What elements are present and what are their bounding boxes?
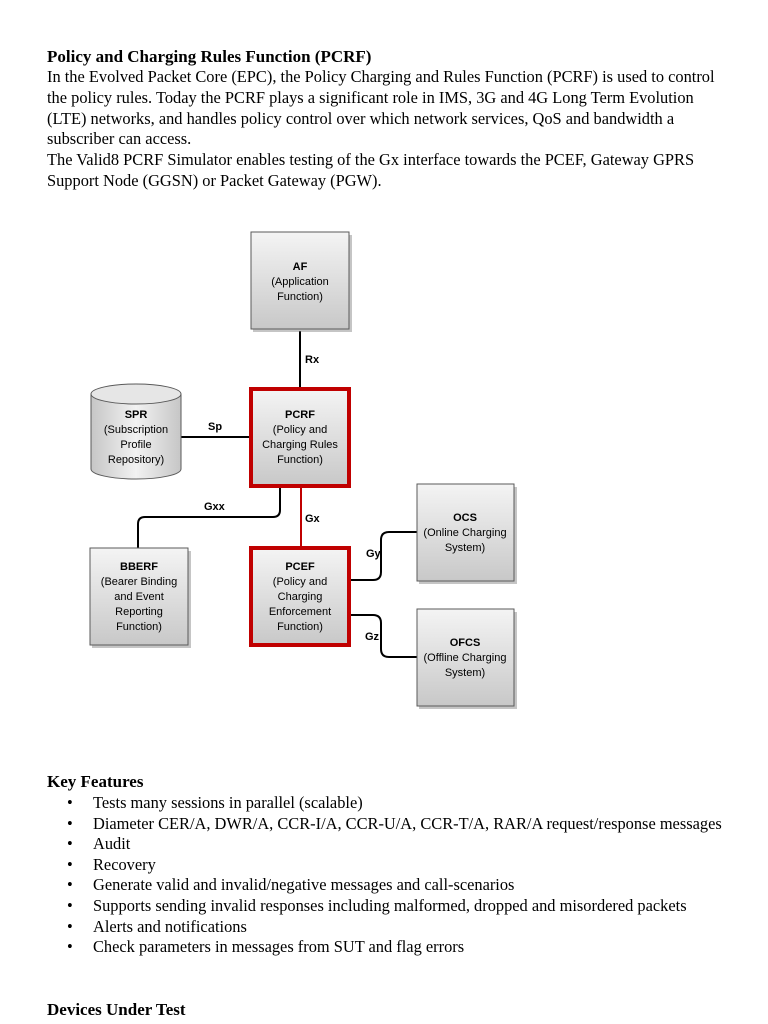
feature-text: Tests many sessions in parallel (scalabl…	[93, 793, 363, 812]
bullet-icon: •	[67, 916, 73, 936]
bullet-icon: •	[67, 854, 73, 874]
ofcs-node-line-1: (Offline Charging	[424, 652, 507, 664]
list-item: • Supports sending invalid responses incl…	[47, 896, 737, 917]
ocs-node-line-2: System)	[445, 542, 485, 554]
pcef-node-line-2: Charging	[278, 591, 323, 603]
bullet-icon: •	[67, 813, 73, 833]
bullet-icon: •	[67, 875, 73, 895]
bberf-node-line-4: Function)	[116, 621, 162, 633]
feature-text: Recovery	[93, 854, 156, 874]
gy-interface-label: Gy	[366, 548, 382, 560]
ofcs-node: OFCS (Offline Charging System)	[416, 608, 517, 709]
list-item: • Recovery	[47, 855, 737, 876]
sp-interface-label: Sp	[208, 421, 222, 433]
pcrf-node-line-2: Charging Rules	[262, 439, 338, 451]
pcef-node-line-1: (Policy and	[273, 576, 327, 588]
pcef-node-line-4: Function)	[277, 621, 323, 633]
connectors	[137, 331, 417, 658]
gx-interface-label: Gx	[305, 513, 321, 525]
list-item: • Alerts and notifications	[47, 917, 737, 938]
gz-interface-label: Gz	[365, 631, 380, 643]
pcrf-node-line-3: Function)	[277, 454, 323, 466]
gxx-connector	[137, 487, 281, 548]
af-node: AF (Application Function)	[250, 231, 352, 332]
ofcs-node-line-2: System)	[445, 667, 485, 679]
af-node-title: AF	[293, 261, 308, 273]
key-features-title: Key Features	[47, 772, 144, 791]
list-item: • Audit	[47, 834, 737, 855]
spr-node-line-3: Repository)	[108, 454, 164, 466]
ofcs-node-title: OFCS	[450, 637, 481, 649]
key-features-list: • Tests many sessions in parallel (scalab…	[47, 793, 737, 958]
ocs-node: OCS (Online Charging System)	[416, 483, 517, 584]
af-node-line-1: (Application	[271, 276, 328, 288]
feature-text: Check parameters in messages from SUT an…	[93, 937, 465, 957]
devices-under-test-title: Devices Under Test	[47, 1000, 186, 1019]
feature-text: Diameter CER/A, DWR/A, CCR-I/A, CCR-U/A,…	[93, 813, 722, 833]
pcrf-node: PCRF (Policy and Charging Rules Function…	[249, 387, 351, 488]
pcrf-node-title: PCRF	[285, 409, 315, 421]
bberf-node: BBERF (Bearer Binding and Event Reportin…	[89, 547, 191, 648]
bberf-node-line-3: Reporting	[115, 606, 163, 618]
gxx-interface-label: Gxx	[204, 501, 226, 513]
bullet-icon: •	[67, 895, 73, 915]
spr-node-line-1: (Subscription	[104, 424, 168, 436]
ocs-node-line-1: (Online Charging	[423, 527, 506, 539]
feature-text: Audit	[93, 834, 131, 854]
list-item: • Check parameters in messages from SUT a…	[47, 937, 737, 958]
pcrf-simulator-paragraph: The Valid8 PCRF Simulator enables testin…	[47, 150, 695, 190]
pcef-node-line-3: Enforcement	[269, 606, 331, 618]
bberf-node-line-1: (Bearer Binding	[101, 576, 177, 588]
bullet-icon: •	[67, 793, 73, 812]
spr-node-title: SPR	[125, 409, 148, 421]
pcrf-section-title: Policy and Charging Rules Function (PCRF…	[47, 47, 372, 66]
af-node-line-2: Function)	[277, 291, 323, 303]
list-item: • Diameter CER/A, DWR/A, CCR-I/A, CCR-U/A…	[47, 814, 737, 835]
gz-connector	[350, 614, 417, 658]
rx-interface-label: Rx	[305, 354, 320, 366]
feature-text: Alerts and notifications	[93, 916, 247, 936]
bullet-icon: •	[67, 937, 73, 957]
ocs-node-title: OCS	[453, 512, 477, 524]
feature-text: Supports sending invalid responses inclu…	[93, 895, 687, 915]
feature-text: Generate valid and invalid/negative mess…	[93, 875, 515, 895]
list-item: • Tests many sessions in parallel (scalab…	[47, 793, 737, 814]
pcef-node-title: PCEF	[285, 561, 315, 573]
spr-node: SPR (Subscription Profile Repository)	[90, 383, 182, 480]
gy-connector	[350, 531, 417, 581]
spr-node-line-2: Profile	[120, 439, 151, 451]
list-item: • Generate valid and invalid/negative mes…	[47, 875, 737, 896]
pcef-node: PCEF (Policy and Charging Enforcement Fu…	[249, 546, 351, 647]
bberf-node-title: BBERF	[120, 561, 158, 573]
bberf-node-line-2: and Event	[114, 591, 164, 603]
pcrf-node-line-1: (Policy and	[273, 424, 327, 436]
bullet-icon: •	[67, 834, 73, 854]
pcrf-intro-paragraph: In the Evolved Packet Core (EPC), the Po…	[47, 67, 715, 149]
